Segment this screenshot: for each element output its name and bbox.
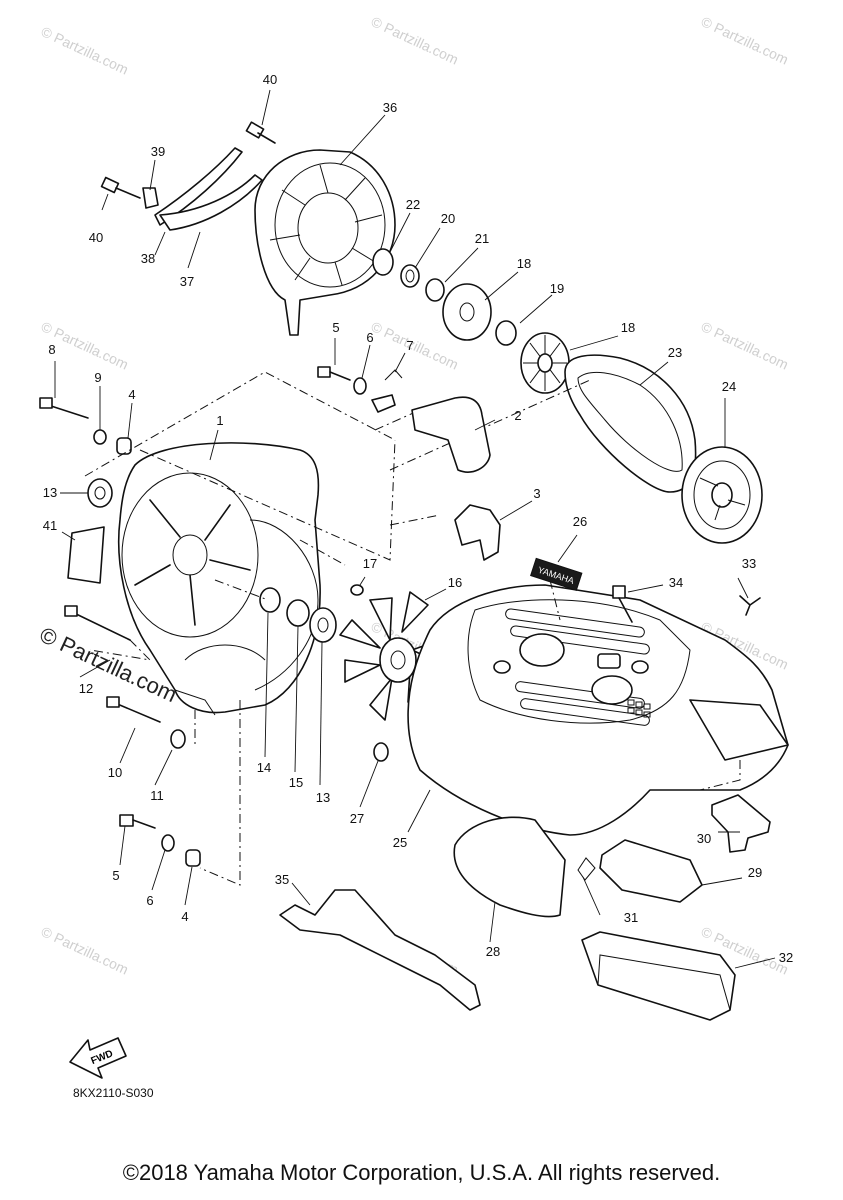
- callout-numbers: 1 2 3 4 4 5 5 6 6 7 8 9 10 11 12 13 13 1…: [43, 72, 793, 965]
- collar: [372, 248, 394, 276]
- callout: 23: [668, 345, 682, 360]
- fastener-group-left: [39, 366, 403, 867]
- watermark: © Partzilla.com: [699, 13, 791, 67]
- callout: 29: [748, 865, 762, 880]
- forward-arrow: FWD: [69, 1037, 127, 1079]
- seal-pad: [67, 526, 105, 584]
- callout: 32: [779, 950, 793, 965]
- callout: 40: [89, 230, 103, 245]
- callout: 18: [621, 320, 635, 335]
- cover-top-panel: [467, 599, 691, 724]
- callout: 6: [366, 330, 373, 345]
- callout: 30: [697, 831, 711, 846]
- callout: 20: [441, 211, 455, 226]
- callout: 4: [128, 387, 135, 402]
- watermark: © Partzilla.com: [39, 23, 131, 77]
- callout: 37: [180, 274, 194, 289]
- grommet: [350, 584, 364, 596]
- callout: 33: [742, 556, 756, 571]
- fan-housing: [117, 442, 321, 714]
- callout: 12: [79, 681, 93, 696]
- bolt: [612, 585, 626, 599]
- grommet-27: [373, 742, 389, 762]
- fan-housing-assembly: [39, 366, 591, 886]
- callout: 16: [448, 575, 462, 590]
- guard-strip: [159, 174, 263, 231]
- bracket: [454, 504, 501, 561]
- callout-leaders: [54, 89, 776, 969]
- callout: 26: [573, 514, 587, 529]
- clip-31: [577, 857, 596, 881]
- callout: 11: [150, 788, 164, 803]
- callout: 6: [146, 893, 153, 908]
- callout: 25: [393, 835, 407, 850]
- sheave-upper: [442, 283, 492, 341]
- callout: 13: [43, 485, 57, 500]
- guard-35: [279, 889, 481, 1011]
- callout: 31: [624, 910, 638, 925]
- drive-shroud: [254, 149, 396, 336]
- callout: 22: [406, 197, 420, 212]
- duct-base-32: [581, 931, 736, 1021]
- seal: [259, 587, 281, 613]
- callout: 41: [43, 518, 57, 533]
- washer: [400, 264, 420, 288]
- callout: 1: [216, 413, 223, 428]
- callout: 21: [475, 231, 489, 246]
- callout: 10: [108, 765, 122, 780]
- callout: 13: [316, 790, 330, 805]
- shroud-rim: [274, 162, 386, 288]
- callout: 40: [263, 72, 277, 87]
- bearing: [309, 607, 337, 643]
- shroud-ribs: [269, 164, 383, 286]
- watermark: © Partzilla.com: [369, 13, 461, 67]
- callout: 18: [517, 256, 531, 271]
- guard-band: [154, 147, 243, 226]
- fan-housing-ring: [121, 472, 259, 638]
- callout: 7: [406, 338, 413, 353]
- callout: 38: [141, 251, 155, 266]
- callout: 2: [514, 408, 521, 423]
- cover-outlet: [689, 699, 789, 761]
- fan-cover-assembly: YAMAHA: [279, 557, 789, 1021]
- duct-29: [599, 839, 703, 903]
- circlip: [286, 599, 310, 627]
- callout: 39: [151, 144, 165, 159]
- callout: 27: [350, 811, 364, 826]
- baffle-28: [453, 816, 566, 918]
- diagram-code: 8KX2110-S030: [73, 1086, 154, 1100]
- callout: 14: [257, 760, 271, 775]
- callout: 4: [181, 909, 188, 924]
- duct-30: [711, 794, 771, 853]
- callout: 36: [383, 100, 397, 115]
- callout: 35: [275, 872, 289, 887]
- callout: 19: [550, 281, 564, 296]
- callout: 15: [289, 775, 303, 790]
- callout: 28: [486, 944, 500, 959]
- callout: 34: [669, 575, 683, 590]
- callout: 24: [722, 379, 736, 394]
- spacer: [425, 278, 445, 302]
- bolt-group: [100, 121, 276, 209]
- callout: 3: [533, 486, 540, 501]
- cover-port: [519, 633, 565, 667]
- clip: [739, 595, 761, 616]
- fan-housing-spokes: [134, 499, 251, 626]
- yamaha-badge: YAMAHA: [530, 557, 583, 591]
- callout: 17: [363, 556, 377, 571]
- air-duct-piece: [411, 396, 491, 473]
- callout: 5: [112, 868, 119, 883]
- callout: 9: [94, 370, 101, 385]
- watermark: © Partzilla.com: [699, 318, 791, 372]
- copyright-notice: ©2018 Yamaha Motor Corporation, U.S.A. A…: [122, 1160, 721, 1185]
- assembly-centerlines: [84, 371, 591, 886]
- fan-cover: [407, 584, 789, 836]
- spacer-19: [495, 320, 517, 346]
- callout: 8: [48, 342, 55, 357]
- callout: 5: [332, 320, 339, 335]
- drive-shroud-assembly: [100, 121, 763, 544]
- watermark: © Partzilla.com: [39, 923, 131, 977]
- cover-port: [591, 675, 633, 705]
